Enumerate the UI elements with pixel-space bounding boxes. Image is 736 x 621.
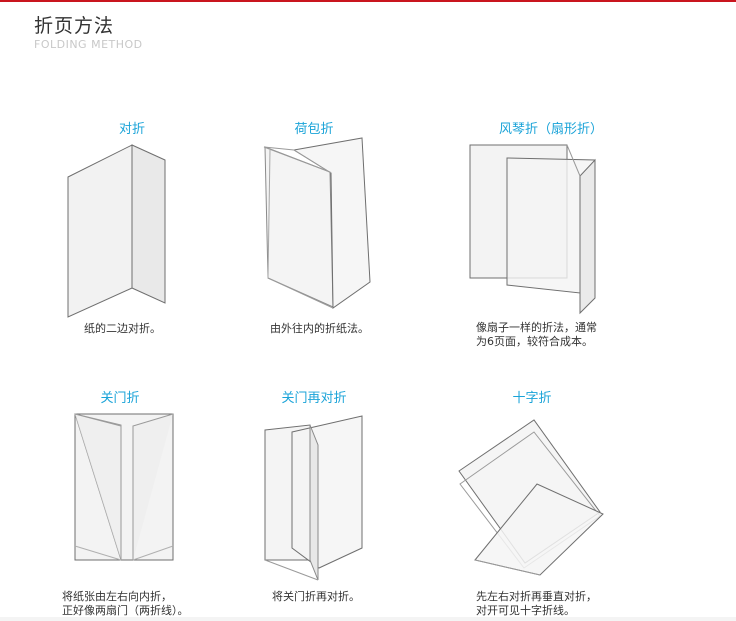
method-title: 十字折	[512, 391, 552, 406]
method-title: 关门再对折	[281, 391, 347, 406]
method-description: 将纸张由左右向内折， 正好像两扇门（两折线）。	[62, 590, 189, 617]
method-title: 风琴折（扇形折）	[498, 122, 603, 137]
method-title: 关门折	[100, 391, 140, 406]
bottom-divider	[0, 617, 736, 621]
page-title: 折页方法	[34, 15, 115, 37]
method-title: 荷包折	[294, 122, 334, 137]
method-description: 纸的二边对折。	[84, 322, 161, 335]
top-accent-line	[0, 0, 736, 2]
method-title: 对折	[118, 122, 145, 137]
method-description: 像扇子一样的折法，通常 为6页面，较符合成本。	[476, 321, 597, 348]
method-description: 将关门折再对折。	[272, 590, 360, 603]
method-description: 由外往内的折纸法。	[270, 322, 369, 335]
page-header: 折页方法 FOLDING METHOD	[34, 14, 143, 51]
method-description: 先左右对折再垂直对折， 对开可见十字折线。	[476, 590, 597, 617]
page-subtitle: FOLDING METHOD	[34, 38, 143, 51]
